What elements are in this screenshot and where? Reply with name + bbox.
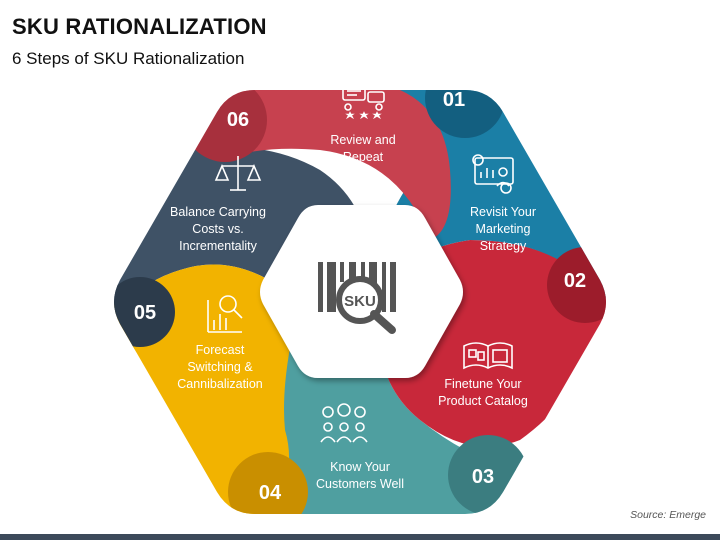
balance-scale-icon bbox=[214, 156, 262, 191]
step-02-number: 02 bbox=[563, 270, 587, 292]
tab-step-04 bbox=[228, 452, 308, 514]
segment-step-06 bbox=[220, 90, 451, 240]
sku-icon-text: SKU bbox=[344, 293, 376, 310]
sku-barcode-icon: SKU bbox=[318, 262, 396, 334]
tab-step-01 bbox=[425, 90, 505, 138]
step-05-number: 05 bbox=[133, 302, 157, 324]
page-subtitle: 6 Steps of SKU Rationalization bbox=[12, 49, 245, 68]
presentation-chart-icon bbox=[472, 154, 514, 194]
step-01-number: 01 bbox=[442, 89, 466, 111]
step-03-number: 03 bbox=[471, 466, 495, 488]
step-05-label: Balance Carrying Costs vs. Incrementalit… bbox=[170, 205, 266, 253]
customers-feedback-icon bbox=[320, 403, 368, 443]
chart-magnifier-icon bbox=[207, 295, 243, 333]
step-04-label: Forecast Switching & Cannibalization bbox=[177, 343, 263, 391]
bottom-bar bbox=[0, 534, 720, 540]
page-title: SKU RATIONALIZATION bbox=[12, 14, 267, 39]
step-06-label: Review and Repeat bbox=[330, 133, 396, 164]
source-note: Source: Emerge bbox=[630, 509, 706, 521]
review-rating-icon bbox=[342, 85, 385, 120]
product-catalog-icon bbox=[463, 342, 513, 370]
step-01-label: Revisit Your Marketing Strategy bbox=[469, 205, 536, 253]
step-04-number: 04 bbox=[258, 482, 282, 504]
step-06-number: 06 bbox=[226, 109, 250, 131]
step-03-label: Know Your Customers Well bbox=[316, 460, 404, 491]
step-02-label: Finetune Your Product Catalog bbox=[438, 377, 528, 408]
